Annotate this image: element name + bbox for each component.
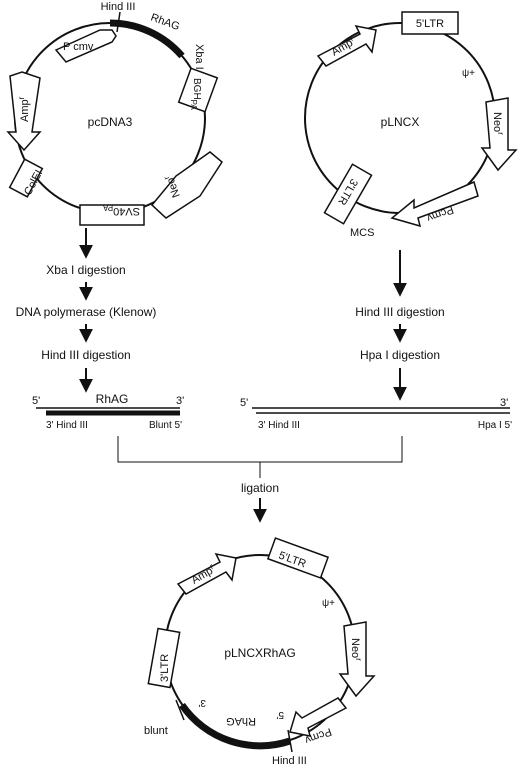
plncx-psi-label: ψ+ xyxy=(462,68,475,79)
plncx-mcs-site: MCS xyxy=(350,227,374,239)
fragment-rhag-3-end: 3' xyxy=(176,395,184,407)
plncxrhag-amp-segment: Ampr xyxy=(176,552,237,595)
pcdna3-pcmv-label: P cmv xyxy=(63,41,94,53)
plncxrhag-rhag-label: RhAG xyxy=(226,715,256,727)
pcdna3-name: pcDNA3 xyxy=(88,115,133,129)
plncx-amp-segment: Ampr xyxy=(316,24,377,67)
plncxrhag-pcmv-segment: Pcmv xyxy=(289,697,348,746)
left-process-steps: Xba I digestion DNA polymerase (Klenow) … xyxy=(16,228,157,393)
right-step-1: Hind III digestion xyxy=(355,305,444,319)
right-step-2: Hpa I digestion xyxy=(360,348,440,362)
plncxrhag-rhag-5: 5' xyxy=(276,709,284,720)
plncxrhag-rhag-3: 3' xyxy=(198,697,206,708)
pcdna3-hindiii-site: Hind III xyxy=(101,1,136,13)
left-step-3: Hind III digestion xyxy=(41,348,130,362)
plncxrhag-neo-segment: Neor xyxy=(338,621,376,698)
ligation-label: ligation xyxy=(241,481,279,495)
fragment-rhag-right-site: Blunt 5' xyxy=(149,420,182,431)
plncx-neo-segment: Neor xyxy=(480,97,518,172)
pcdna3-bgh-segment: BGHPA xyxy=(177,67,219,113)
plncxrhag-neo-label: Neor xyxy=(349,638,363,661)
fragment-vector: 5' 3' 3' Hind III Hpa I 5' xyxy=(240,397,512,431)
pcdna3-sv40-label: SV40PA xyxy=(102,203,140,217)
plncxrhag-ltr5-segment: 5'LTR xyxy=(266,537,330,579)
plncxrhag-ltr3-segment: 3'LTR xyxy=(147,627,181,689)
plncxrhag-rhag-insert xyxy=(179,702,292,750)
pcdna3-neo-segment: Neor xyxy=(150,151,223,219)
plncxrhag-ltr3-label: 3'LTR xyxy=(159,654,171,682)
plncx-ltr3-segment: 3'LTR xyxy=(323,163,373,225)
fragment-vector-3-end: 3' xyxy=(500,397,508,409)
pcdna3-amp-label: Ampr xyxy=(17,96,31,122)
right-process-steps: Hind III digestion Hpa I digestion xyxy=(355,250,445,401)
pcdna3-sv40-segment: SV40PA xyxy=(79,203,145,226)
plasmid-pcdna3: P cmv BGHPA Neor SV40PA ColEI Ampr pcDNA… xyxy=(6,1,223,226)
plasmid-plncxrhag: Ampr 5'LTR ψ+ Neor Pcmv 3'LTR RhAG 5' 3'… xyxy=(144,537,376,767)
plncxrhag-blunt-tick xyxy=(175,699,185,721)
pcdna3-pcmv-segment: P cmv xyxy=(54,29,117,63)
plncx-ltr5-segment: 5'LTR xyxy=(401,11,459,35)
plncxrhag-hindiii-tick xyxy=(287,729,293,753)
plncx-ltr5-label: 5'LTR xyxy=(416,18,444,30)
fragment-rhag-name: RhAG xyxy=(96,392,129,406)
plncx-neo-label: Neor xyxy=(491,112,505,135)
pcdna3-hindiii-tick xyxy=(116,11,121,33)
plncxrhag-blunt-site: blunt xyxy=(144,725,168,737)
fragment-vector-left-site: 3' Hind III xyxy=(258,420,300,431)
fragment-vector-5-end: 5' xyxy=(240,397,248,409)
ligation-bracket-line xyxy=(117,436,403,463)
plncxrhag-name: pLNCXRhAG xyxy=(224,646,295,660)
plncx-pcmv-segment: Pcmv xyxy=(390,180,479,228)
plncxrhag-hindiii-site: Hind III xyxy=(272,755,307,767)
fragment-rhag-left-site: 3' Hind III xyxy=(46,420,88,431)
fragment-rhag: 5' 3' RhAG 3' Hind III Blunt 5' xyxy=(32,392,184,431)
pcdna3-bgh-label: BGHPA xyxy=(189,78,202,110)
left-step-2: DNA polymerase (Klenow) xyxy=(16,305,157,319)
pcdna3-cole1-segment: ColEI xyxy=(8,158,45,198)
plasmid-plncx: 5'LTR Ampr ψ+ Neor Pcmv 3'LTR MCS pLNCX xyxy=(304,11,518,239)
plncx-name: pLNCX xyxy=(381,115,420,129)
fragment-rhag-5-end: 5' xyxy=(32,395,40,407)
pcdna3-xbai-site: Xba I xyxy=(193,44,205,70)
ligation-bracket: ligation xyxy=(117,436,403,523)
plncxrhag-psi-label: ψ+ xyxy=(322,598,335,609)
fragment-vector-right-site: Hpa I 5' xyxy=(478,420,512,431)
pcdna3-amp-segment: Ampr xyxy=(6,71,42,152)
left-step-1: Xba I digestion xyxy=(46,263,125,277)
